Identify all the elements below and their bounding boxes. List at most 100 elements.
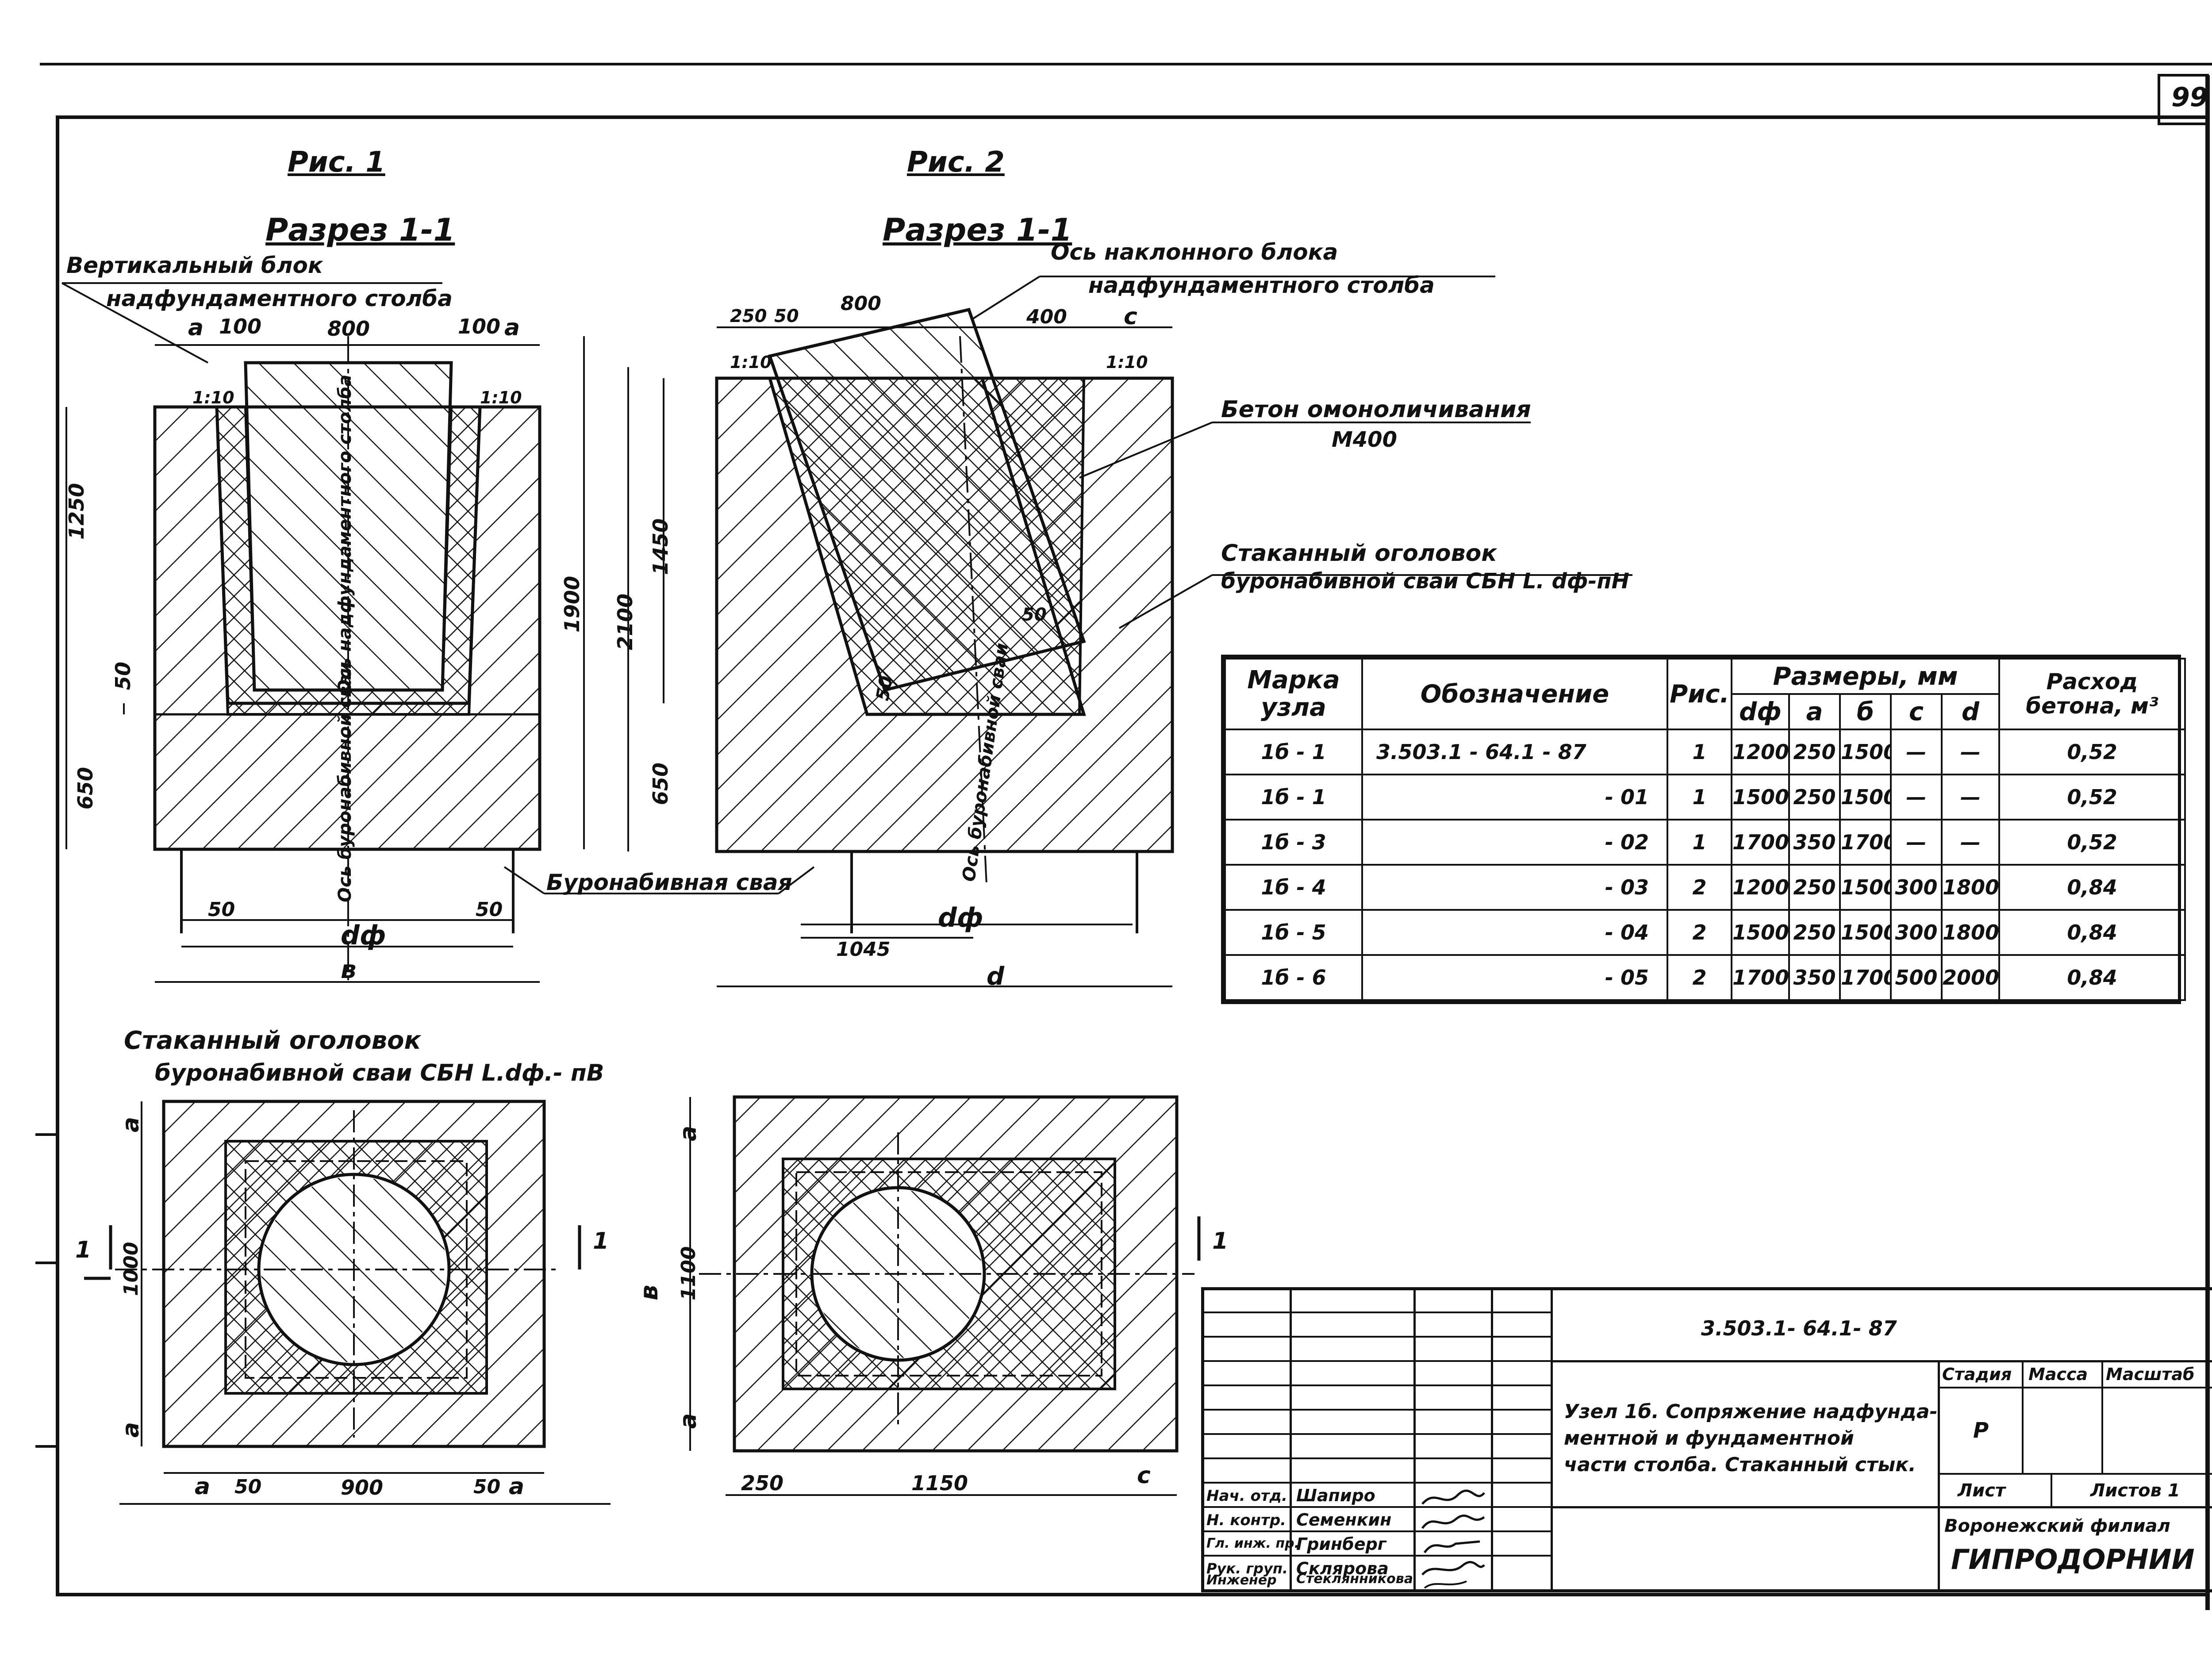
row-consumption: 0,52 [1998, 819, 2186, 866]
row-d: — [1940, 729, 2001, 775]
plan1-dim-a-left: а [195, 1473, 211, 1500]
table-row: 1б - 4 - 03 2 1200 250 1500 300 1800 0,8… [1224, 864, 2186, 911]
row-df: 1700 [1731, 954, 1790, 1001]
row-mark: 1б - 1 [1224, 729, 1363, 775]
fig2-callout-line1: Ось наклонного блока [1051, 239, 1338, 265]
title-line-2: ментной и фундаментной [1564, 1427, 1854, 1450]
row-d: 2000 [1940, 954, 2001, 1001]
table-row: 1б - 1 - 01 1 1500 250 1500 — — 0,52 [1224, 774, 2186, 821]
row-fig: 1 [1667, 819, 1732, 866]
plan2-dim-1100: 1100 [677, 1246, 700, 1300]
fig1-slope-right: 1:10 [480, 388, 522, 407]
leader-lines [503, 422, 1632, 894]
header-c: с [1890, 693, 1943, 730]
fig1-dim-1250: 1250 [65, 483, 88, 540]
row-fig: 1 [1667, 774, 1732, 821]
fig1-callout-line1: Вертикальный блок [66, 253, 323, 278]
plan1-dim-900: 900 [341, 1476, 384, 1499]
scale-label: Масштаб [2106, 1365, 2195, 1384]
fig2-dim-1450: 1450 [649, 518, 672, 575]
row-a: 250 [1788, 774, 1841, 821]
row-mark: 1б - 6 [1224, 954, 1363, 1001]
sheet-label: Лист [1958, 1480, 2006, 1501]
plan1-dim-1000: 1000 [120, 1242, 142, 1296]
table-row: 1б - 1 3.503.1 - 64.1 - 87 1 1200 250 15… [1224, 729, 2186, 775]
fig2-dim-400: 400 [1026, 306, 1067, 328]
fig2-title: Рис. 2 [907, 146, 1005, 179]
table-row: 1б - 6 - 05 2 1700 350 1700 500 2000 0,8… [1224, 954, 2186, 1001]
staff-name: Склярова [1296, 1559, 1389, 1578]
row-c: — [1890, 729, 1943, 775]
row-df: 1500 [1731, 909, 1790, 956]
row-b: 1700 [1839, 954, 1892, 1001]
row-b: 1500 [1839, 864, 1892, 911]
staff-role: Нач. отд. [1206, 1487, 1287, 1505]
header-d: d [1940, 693, 2001, 730]
doc-code: 3.503.1- 64.1- 87 [1701, 1316, 1897, 1340]
plan2-dim-b: в [635, 1285, 664, 1300]
row-consumption: 0,84 [1998, 864, 2186, 911]
fig2-slope-left: 1:10 [730, 353, 772, 372]
staff-role: Н. контр. [1206, 1511, 1286, 1529]
plan1 [84, 1100, 611, 1505]
mass-label: Масса [2028, 1365, 2088, 1384]
title-line-1: Узел 1б. Сопряжение надфунда- [1564, 1400, 1938, 1423]
signatures [1421, 1489, 1485, 1589]
fig2-section [627, 276, 1495, 987]
plan2-dim-a-top: а [675, 1125, 702, 1141]
row-fig: 1 [1667, 729, 1732, 775]
row-d: — [1940, 819, 2001, 866]
fig1-dim-top-a-left: а [188, 314, 204, 341]
fig1-dim-top-800: 800 [327, 317, 370, 341]
row-designation: 3.503.1 - 64.1 - 87 [1361, 729, 1668, 775]
row-a: 250 [1788, 729, 1841, 775]
row-b: 1500 [1839, 729, 1892, 775]
row-consumption: 0,52 [1998, 774, 2186, 821]
fig1-section [61, 282, 585, 983]
callout-pile: Буронабивная свая [546, 870, 792, 895]
header-designation: Обозначение [1361, 658, 1668, 730]
row-a: 250 [1788, 864, 1841, 911]
row-c: 300 [1890, 909, 1943, 956]
callout-concrete-line1: Бетон омоноличивания [1221, 396, 1531, 423]
plan2-section-mark: 1 [1212, 1228, 1229, 1254]
row-designation: - 02 [1361, 819, 1668, 866]
staff-name: Гринберг [1296, 1534, 1386, 1554]
row-c: — [1890, 774, 1943, 821]
header-sizes: Размеры, мм [1730, 658, 2001, 695]
fig1-dim-50: 50 [111, 661, 135, 690]
fig2-dim-50-inner-b: 50 [872, 674, 897, 702]
callout-cap-line2: буронабивной сваи СБН L. dф-пН [1221, 569, 1629, 594]
plan1-title-line2: буронабивной сваи СБН L.dф.- пВ [155, 1060, 604, 1086]
fig1-dim-top-a-right: а [504, 314, 520, 341]
staff-name: Семенкин [1296, 1510, 1392, 1530]
row-a: 250 [1788, 909, 1841, 956]
header-b: б [1839, 693, 1892, 730]
fig2-dim-2100: 2100 [613, 593, 637, 650]
sheet-frame [35, 63, 2212, 1610]
plan2-dim-250: 250 [741, 1471, 784, 1495]
callout-cap-line1: Стаканный оголовок [1221, 540, 1497, 567]
row-consumption: 0,52 [1998, 729, 2186, 775]
row-b: 1700 [1839, 819, 1892, 866]
plan2-dim-1150: 1150 [911, 1471, 968, 1495]
title-line-3: части столба. Стаканный стык. [1564, 1453, 1916, 1476]
staff-name: Шапиро [1296, 1486, 1375, 1505]
fig2-slope-right: 1:10 [1106, 353, 1148, 372]
row-b: 1500 [1839, 909, 1892, 956]
spec-table: Марка узла Обозначение Рис. Размеры, мм … [1221, 655, 2186, 1004]
fig1-dim-b: в [341, 955, 357, 984]
fig1-slope-left: 1:10 [192, 388, 234, 407]
sheet-number: 99 [2171, 82, 2208, 113]
row-designation: - 04 [1361, 909, 1668, 956]
plan1-dim-50-left: 50 [234, 1476, 262, 1498]
plan2-dim-c: с [1137, 1462, 1151, 1489]
fig1-dim-50-bottom-left: 50 [208, 898, 235, 921]
fig2-dim-50-inner-a: 50 [1022, 605, 1047, 625]
row-c: 500 [1890, 954, 1943, 1001]
fig1-axis-block-label: Ось надфундаментного столба [335, 374, 355, 694]
row-consumption: 0,84 [1998, 909, 2186, 956]
fig1-section-label: Разрез 1-1 [265, 212, 455, 248]
fig1-dim-1900: 1900 [560, 575, 584, 633]
header-mark: Марка узла [1224, 658, 1363, 730]
